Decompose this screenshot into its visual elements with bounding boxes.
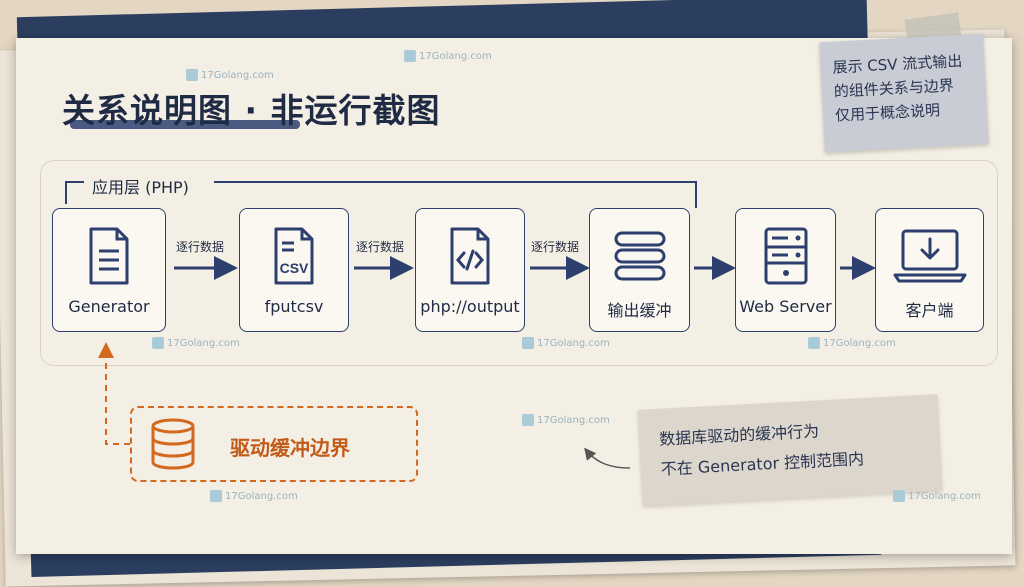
app-layer-bracket [65,181,697,208]
node-label: Generator [68,297,150,316]
page-title: 关系说明图 · 非运行截图 [62,91,441,130]
node-label: php://output [420,297,520,316]
csv-file-icon: CSV [240,227,348,287]
watermark: 17Golang.com [404,50,492,62]
watermark-logo-icon [522,337,534,349]
node-web-server: Web Server [735,208,836,332]
watermark: 17Golang.com [210,490,298,502]
node-client: 客户端 [875,208,984,332]
watermark-logo-icon [152,337,164,349]
boundary-dashed-arrow [98,342,130,445]
watermark-logo-icon [404,50,416,62]
watermark: 17Golang.com [893,490,981,502]
edge-label-3: 逐行数据 [531,240,580,254]
laptop-download-icon [876,227,983,287]
watermark: 17Golang.com [522,337,610,349]
watermark-logo-icon [808,337,820,349]
node-label: fputcsv [264,297,324,316]
watermark-logo-icon [210,490,222,502]
node-label: Web Server [739,297,832,316]
note-pointer-arrow [584,447,631,469]
watermark: 17Golang.com [152,337,240,349]
node-generator: Generator [52,208,166,332]
watermark: 17Golang.com [186,69,274,81]
edge-label-1: 逐行数据 [176,240,225,254]
node-fputcsv: CSV fputcsv [239,208,349,332]
node-label: 输出缓冲 [607,301,672,320]
node-label: 客户端 [905,301,954,320]
watermark: 17Golang.com [522,414,610,426]
node-php-output: php://output [415,208,525,332]
boundary-label: 驱动缓冲边界 [230,436,350,460]
watermark: 17Golang.com [808,337,896,349]
watermark-logo-icon [522,414,534,426]
driver-buffer-boundary [130,406,418,482]
app-layer-label: 应用层 (PHP) [92,178,189,197]
title-underline [70,120,300,129]
database-icon [151,418,195,470]
node-output-buffer: 输出缓冲 [589,208,690,332]
document-icon [53,227,165,287]
watermark-logo-icon [186,69,198,81]
code-file-icon [416,227,524,287]
svg-text:CSV: CSV [280,260,309,276]
edge-label-2: 逐行数据 [356,240,405,254]
server-icon [736,227,835,287]
watermark-logo-icon [893,490,905,502]
buffer-stack-icon [590,227,689,287]
